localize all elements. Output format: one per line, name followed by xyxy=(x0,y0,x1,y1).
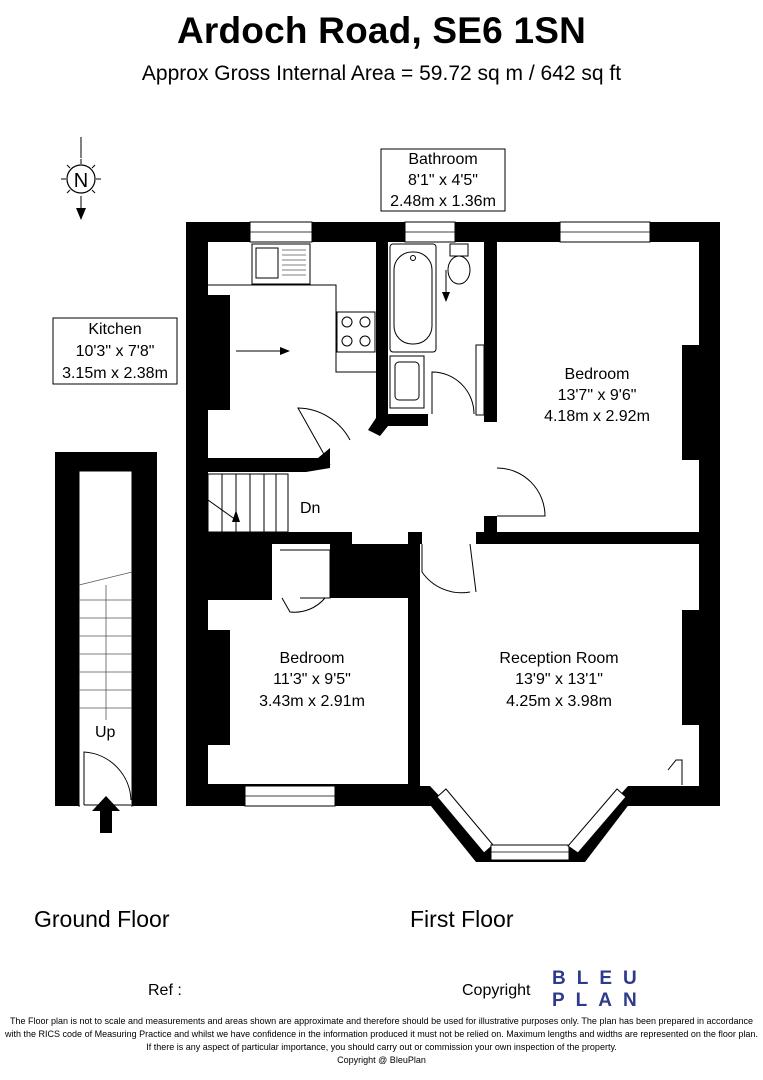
reception-name: Reception Room xyxy=(499,650,618,667)
bathroom-metric: 2.48m x 1.36m xyxy=(390,193,496,210)
first-floor-label: First Floor xyxy=(410,906,514,932)
compass-north-label: N xyxy=(74,170,88,192)
entrance-arrow-icon xyxy=(92,796,120,833)
bedroom1-imperial: 13'7" x 9'6" xyxy=(558,387,637,404)
room-bathroom: Bathroom 8'1" x 4'5" 2.48m x 1.36m xyxy=(380,148,506,212)
page-title: Ardoch Road, SE6 1SN xyxy=(176,10,587,51)
bedroom1-metric: 4.18m x 2.92m xyxy=(544,408,650,425)
reception-imperial: 13'9" x 13'1" xyxy=(515,671,603,688)
disclaimer: The Floor plan is not to scale and measu… xyxy=(0,1015,763,1067)
disclaimer-line-1: The Floor plan is not to scale and measu… xyxy=(9,1016,754,1026)
area-subtitle: Approx Gross Internal Area = 59.72 sq m … xyxy=(141,62,622,85)
bathroom-imperial: 8'1" x 4'5" xyxy=(408,172,478,189)
kitchen-name: Kitchen xyxy=(88,321,141,338)
ground-floor-plan: Up xyxy=(55,452,157,833)
bedroom1-name: Bedroom xyxy=(565,366,630,383)
reference-label: Ref : xyxy=(148,982,182,999)
room-reception: Reception Room 13'9" x 13'1" 4.25m x 3.9… xyxy=(499,650,618,710)
first-floor-plan: Dn xyxy=(186,221,720,862)
disclaimer-line-4: Copyright @ BleuPlan xyxy=(337,1055,426,1065)
kitchen-imperial: 10'3" x 7'8" xyxy=(76,343,155,360)
ground-floor-label: Ground Floor xyxy=(34,906,170,932)
logo-line-1: BLEU xyxy=(552,968,648,989)
compass-icon: N xyxy=(61,137,101,220)
bathroom-name: Bathroom xyxy=(408,151,477,168)
bedroom2-name: Bedroom xyxy=(280,650,345,667)
reception-metric: 4.25m x 3.98m xyxy=(506,693,612,710)
bedroom2-imperial: 11'3" x 9'5" xyxy=(273,671,351,688)
room-bedroom-1: Bedroom 13'7" x 9'6" 4.18m x 2.92m xyxy=(544,366,650,425)
kitchen-metric: 3.15m x 2.38m xyxy=(62,365,168,382)
bleuplan-logo: BLEU PLAN xyxy=(552,968,648,1012)
room-bedroom-2: Bedroom 11'3" x 9'5" 3.43m x 2.91m xyxy=(259,650,365,710)
stair-up-label: Up xyxy=(95,724,116,741)
copyright-label: Copyright xyxy=(462,982,531,999)
stair-down-label: Dn xyxy=(300,500,320,517)
disclaimer-line-3: If there is any aspect of particular imp… xyxy=(146,1042,617,1052)
bedroom2-metric: 3.43m x 2.91m xyxy=(259,693,365,710)
logo-line-2: PLAN xyxy=(552,990,648,1011)
disclaimer-line-2: with the RICS code of Measuring Practice… xyxy=(5,1029,758,1039)
room-kitchen: Kitchen 10'3" x 7'8" 3.15m x 2.38m xyxy=(52,317,178,385)
